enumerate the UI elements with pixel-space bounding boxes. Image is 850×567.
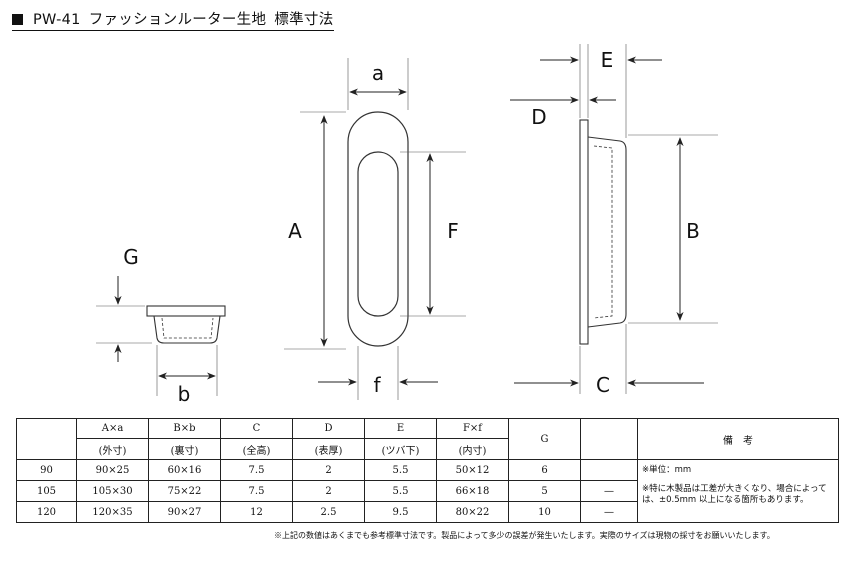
dimension-lines <box>114 56 704 387</box>
front-outer-outline <box>347 111 409 347</box>
cell-E: 5.5 <box>364 480 437 502</box>
footnote: ※上記の数値はあくまでも参考標準寸法です。製品によって多少の誤差が発生いたします… <box>274 531 775 540</box>
cell-Bb: 60×16 <box>148 459 221 481</box>
label-G: G <box>123 245 139 269</box>
cell-Aa: 120×35 <box>76 501 149 523</box>
label-E: E <box>601 48 614 72</box>
label-A: A <box>288 219 302 243</box>
model-number: PW-41 <box>33 12 81 28</box>
label-C: C <box>596 373 610 397</box>
header-G: G <box>508 418 581 460</box>
end-body <box>153 315 221 344</box>
subheader-C: (全高) <box>220 438 293 460</box>
notes-cell: ※単位：mm ※特に木製品は工差が大きくなり、場合によっては、±0.5mm 以上… <box>637 459 839 523</box>
cell-G: 10 <box>508 501 581 523</box>
header-size-cell <box>16 418 77 460</box>
cell-Aa: 90×25 <box>76 459 149 481</box>
cell-Aa: 105×30 <box>76 480 149 502</box>
end-view <box>146 305 226 344</box>
technical-drawing: a A F f E D B C G b <box>96 44 718 406</box>
front-inner-recess <box>357 151 399 317</box>
cell-extra: — <box>580 501 638 523</box>
header-D: D <box>292 418 365 439</box>
cell-E: 5.5 <box>364 459 437 481</box>
cell-size: 120 <box>16 501 77 523</box>
cell-C: 7.5 <box>220 459 293 481</box>
cell-G: 5 <box>508 480 581 502</box>
cell-D: 2 <box>292 480 365 502</box>
table-header-row: A×a B×b C D E F×f G 備 考 <box>16 418 839 460</box>
subheader-Bb: (裏寸) <box>148 438 221 460</box>
header-C: C <box>220 418 293 439</box>
subheader-Ff: (内寸) <box>436 438 509 460</box>
label-b: b <box>178 382 191 406</box>
header-Bb: B×b <box>148 418 221 439</box>
cell-extra <box>580 459 638 481</box>
cell-G: 6 <box>508 459 581 481</box>
title-subtitle: 標準寸法 <box>274 12 334 28</box>
cell-Bb: 90×27 <box>148 501 221 523</box>
cell-Bb: 75×22 <box>148 480 221 502</box>
header-extra <box>580 418 638 460</box>
label-D: D <box>531 105 546 129</box>
label-f: f <box>373 373 381 397</box>
cell-Ff: 80×22 <box>436 501 509 523</box>
side-hidden-line <box>593 145 613 319</box>
label-F: F <box>447 219 459 243</box>
header-notes: 備 考 <box>637 418 839 460</box>
table-row: 105 105×30 75×22 7.5 2 5.5 66×18 5 — <box>16 480 839 502</box>
cell-Ff: 50×12 <box>436 459 509 481</box>
cell-D: 2 <box>292 459 365 481</box>
side-body <box>587 136 627 328</box>
header-E: E <box>364 418 437 439</box>
end-flange <box>146 305 226 317</box>
cell-C: 12 <box>220 501 293 523</box>
subheader-Aa: (外寸) <box>76 438 149 460</box>
extension-lines <box>96 44 718 400</box>
end-hidden-line <box>161 317 214 339</box>
front-view <box>347 111 409 347</box>
cell-size: 105 <box>16 480 77 502</box>
header-Aa: A×a <box>76 418 149 439</box>
dimension-table: A×a B×b C D E F×f G 備 考 (外寸) (裏寸) (全高) (… <box>16 418 839 523</box>
cell-size: 90 <box>16 459 77 481</box>
cell-D: 2.5 <box>292 501 365 523</box>
label-a: a <box>372 61 384 85</box>
header-Ff: F×f <box>436 418 509 439</box>
note-tolerance: ※特に木製品は工差が大きくなり、場合によっては、±0.5mm 以上になる箇所もあ… <box>642 484 827 505</box>
label-B: B <box>686 219 700 243</box>
product-name: ファッションルーター生地 <box>88 12 267 28</box>
page-title: PW-41 ファッションルーター生地標準寸法 <box>12 8 334 31</box>
side-flange <box>579 119 589 345</box>
note-unit: ※単位：mm <box>642 465 692 475</box>
cell-C: 7.5 <box>220 480 293 502</box>
square-bullet-icon <box>12 14 23 25</box>
cell-Ff: 66×18 <box>436 480 509 502</box>
subheader-D: (表厚) <box>292 438 365 460</box>
cell-E: 9.5 <box>364 501 437 523</box>
subheader-E: (ツバ下) <box>364 438 437 460</box>
table-row: 90 90×25 60×16 7.5 2 5.5 50×12 6 ※単位：mm … <box>16 459 839 523</box>
table-row: 120 120×35 90×27 12 2.5 9.5 80×22 10 — <box>16 501 839 523</box>
cell-extra: — <box>580 480 638 502</box>
side-view <box>579 119 627 345</box>
